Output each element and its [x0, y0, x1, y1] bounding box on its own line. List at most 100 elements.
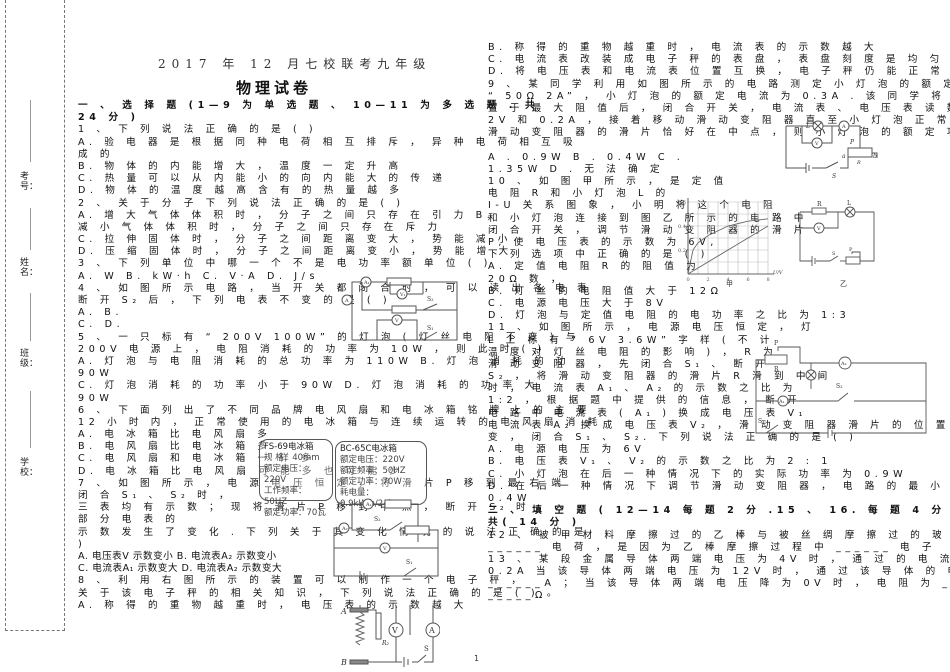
text-line: D. 压 缩 固 体 时 ， 分 子 之 间 距 离 变 小 ， 势 能 增 大 — [78, 246, 513, 258]
text-line: 示 数 发 生 了 变 化 . 下 列 关 于 其 变 化 情 况 的 说 法 … — [78, 526, 589, 538]
q11-label-s1: S₁ — [758, 418, 765, 425]
q9-circuit-diagram: L A V P a b R S — [785, 120, 878, 178]
nameplate-bc65c-title: BC-65C电冰箱 — [340, 444, 397, 454]
text-line: 三 表 均 有 示 数 ； 现 将 滑 片 P 移 到 中 点 ， 断 开 S₂… — [78, 502, 553, 514]
text-line: 一 、 选 择 题 (1—9 为 单 选 题 、 10—11 为 多 选 题 .… — [78, 100, 540, 111]
q10-label-l: L — [847, 200, 851, 207]
svg-text:0.2: 0.2 — [678, 248, 686, 254]
svg-text:0: 0 — [687, 277, 690, 283]
school-line — [30, 391, 31, 448]
binding-margin — [5, 0, 65, 631]
exam-number-line — [30, 100, 31, 162]
text-line: A . 0.9W B . 0.4W C . — [488, 151, 685, 163]
text-line: 7 、 如 图 所 示 ， 电 源 电 压 恒 定 ， 将 滑 片 P 移 到 … — [78, 477, 566, 489]
text-line: _____Ω — [488, 590, 547, 602]
q7-label-v: V — [382, 546, 387, 552]
text-line: 5 、 一 只 标 有 “ 200V 100W” 的 灯 泡 ( 灯 丝 电 阻… — [78, 331, 580, 343]
q4-label-s1: S₁ — [427, 325, 434, 332]
text-line: A. 定 值 电 阻 R 的 阻 值 为 — [488, 261, 701, 273]
text-line: A. 电压表V 示数变小 B. 电流表A₂ 示数变小 — [78, 550, 277, 562]
svg-text:4: 4 — [727, 277, 730, 283]
svg-text:0.4: 0.4 — [678, 224, 686, 230]
text-line: 1.35W D . 无 法 确 定 — [488, 163, 665, 175]
q4-label-v: V — [394, 318, 399, 324]
text-line: 成 的 — [78, 148, 115, 160]
q4-label-v1: V₁ — [399, 292, 406, 298]
text-line: C. D. — [78, 319, 125, 331]
q4-label-s2: S₂ — [427, 296, 434, 303]
text-line: S₂ ， 将 滑 动 变 阻 器 的 滑 片 R 滑 到 中 间 — [488, 371, 832, 383]
text-line: 0.4W — [488, 492, 532, 504]
text-line: A. B. — [78, 307, 124, 319]
text-line: ) — [78, 538, 87, 550]
text-line: 0.2A 当 该 导 体 两 端 电 压 为 12V 时 ， 通 过 该 导 体… — [488, 566, 950, 578]
text-line: 断 开 S₂ 后 ， 下 列 电 表 不 变 的 是 ( ) — [78, 295, 392, 306]
nameplate-row: 额定功率：70W — [340, 477, 402, 487]
q8-label-r2: R₂ — [381, 640, 390, 647]
chart-xlabel: U/V — [773, 270, 783, 276]
text-line: A. 灯 泡 与 电 阻 消 耗 的 总 功 率 为 110W B. 灯 泡 消… — [78, 355, 571, 367]
text-line: 13 、 某 段 金 属 导 体 两 端 电 压 为 4V 时 ， 通 过 的 … — [488, 553, 950, 565]
text-line: 6 、 下 面 列 出 了 不 同 品 牌 电 风 扇 和 电 冰 箱 铭 牌 … — [78, 404, 592, 416]
text-line: 滑 动 变 阻 器 的 滑 片 恰 好 在 中 点 ， 则 小 灯 泡 的 额 … — [488, 127, 950, 139]
nameplate-row: 规 格：40mm — [264, 453, 320, 463]
text-line: 24 分 ) — [78, 112, 140, 124]
svg-text:8: 8 — [767, 277, 770, 283]
q7-label-s1: S₁ — [406, 559, 413, 566]
text-line: A. 电 源 电 压 为 6V — [488, 444, 646, 456]
text-line: 90W — [78, 392, 114, 404]
q7-label-s2: S₂ — [374, 516, 381, 523]
q11-label-a1: A₁ — [778, 399, 785, 405]
text-line: 2V 和 0.2A ， 接 着 移 动 滑 动 变 阻 器 直 至 小 灯 泡 … — [488, 115, 950, 127]
q11-label-l: L — [818, 373, 822, 380]
class-label: 班级： — [20, 349, 39, 369]
q8-label-a: A — [340, 607, 347, 616]
q11-label-r: R — [774, 366, 779, 373]
q8-label-b: B — [340, 658, 347, 667]
class-line — [30, 293, 31, 341]
exam-subtitle: 2017 年 12 月七校联考九年级 — [158, 57, 432, 71]
chart-title: 甲 — [726, 280, 733, 288]
school-label: 学校： — [20, 458, 39, 478]
text-line: ______A ； 当 该 导 体 两 端 电 压 降 为 0V 时 ， 电 阻… — [488, 578, 950, 590]
series-R — [687, 225, 769, 275]
q4-label-a: A — [344, 298, 349, 304]
text-line: A. W B. kW·h C. V·A D. J/s — [78, 270, 320, 282]
q7-label-a1: A₁ — [365, 502, 372, 508]
text-line — [488, 140, 950, 152]
q10-label-r: R — [817, 201, 822, 208]
text-line: 和 小 灯 泡 连 接 到 图 乙 所 示 的 电 路 中 — [488, 212, 808, 224]
text-line: I-U 关 系 图 象 ， 小 明 将 这 个 电 阻 — [488, 200, 778, 212]
text-line: 3 、 下 列 单 位 中 哪 一 个 不 是 电 功 率 额 单 位 ( ) — [78, 258, 493, 270]
q10-circuit-diagram: R L V S P 乙 — [799, 200, 875, 288]
name-line — [30, 208, 31, 250]
text-line: 9 、 某 同 学 利 用 如 图 所 示 的 电 路 测 定 小 灯 泡 的 … — [488, 78, 950, 90]
text-line: 8 、 利 用 右 图 所 示 的 装 置 可 以 制 作 一 个 电 子 秤 … — [78, 575, 526, 587]
text-line: 电 流 表 A₂ 换 成 电 压 表 V₂ ， 滑 动 变 阻 器 滑 片 的 … — [488, 419, 950, 431]
nameplate-row: 额定功率：70瓦 — [264, 508, 326, 518]
text-line: 1 、 下 列 说 法 正 确 的 是 ( ) — [78, 124, 318, 136]
q11-label-a2: A₂ — [840, 361, 847, 367]
q8-electronic-scale-diagram: A B V A R₂ S — [340, 605, 440, 667]
text-line: 200V 电 源 上 ， 电 阻 消 耗 的 功 率 为 10W ， 则 此 时… — [78, 343, 546, 355]
text-line: 11 、 如 图 所 示 ， 电 源 电 压 恒 定 ， 灯 — [488, 322, 816, 334]
q10-label-s: S — [832, 251, 836, 257]
text-line: 变 ， 闭 合 S₁ 、 S₂. 下 列 说 法 正 确 的 是 ( ) — [488, 432, 858, 443]
left-column: 一 、 选 择 题 (1—9 为 单 选 题 、 10—11 为 多 选 题 .… — [78, 100, 597, 612]
q9-label-l: L — [805, 123, 810, 130]
chart-grid — [688, 201, 769, 274]
nameplate-row: 额定电压：220V — [340, 455, 405, 465]
text-line: 电 路 中 电 流 表 ( A₁ ) 换 成 电 压 表 V₁ — [488, 407, 808, 419]
page-number: 1 — [474, 654, 480, 663]
text-line: C. 电 流 表 改 装 成 电 子 秤 的 表 盘 ， 表 盘 刻 度 是 均… — [488, 54, 950, 66]
text-line: P, 使 电 压 表 的 示 数 为 6V, — [488, 237, 718, 248]
chart-series — [687, 218, 769, 275]
nameplate-fs69-title: FS-69电冰箱 — [264, 442, 314, 452]
text-line: B. 电 风 扇 比 电 冰 箱 多 — [78, 441, 272, 453]
text-line: C. 灯 泡 消 耗 的 功 率 小 于 90W D. 灯 泡 消 耗 的 功 … — [78, 380, 539, 392]
text-line: A. 称 得 的 重 物 越 重 时 ， 电 压 表 的 示 数 越 大 — [78, 599, 468, 611]
exam-title: 物理试卷 — [236, 79, 313, 97]
text-line: 下 列 选 项 中 正 确 的 是 ( ) — [488, 249, 709, 261]
